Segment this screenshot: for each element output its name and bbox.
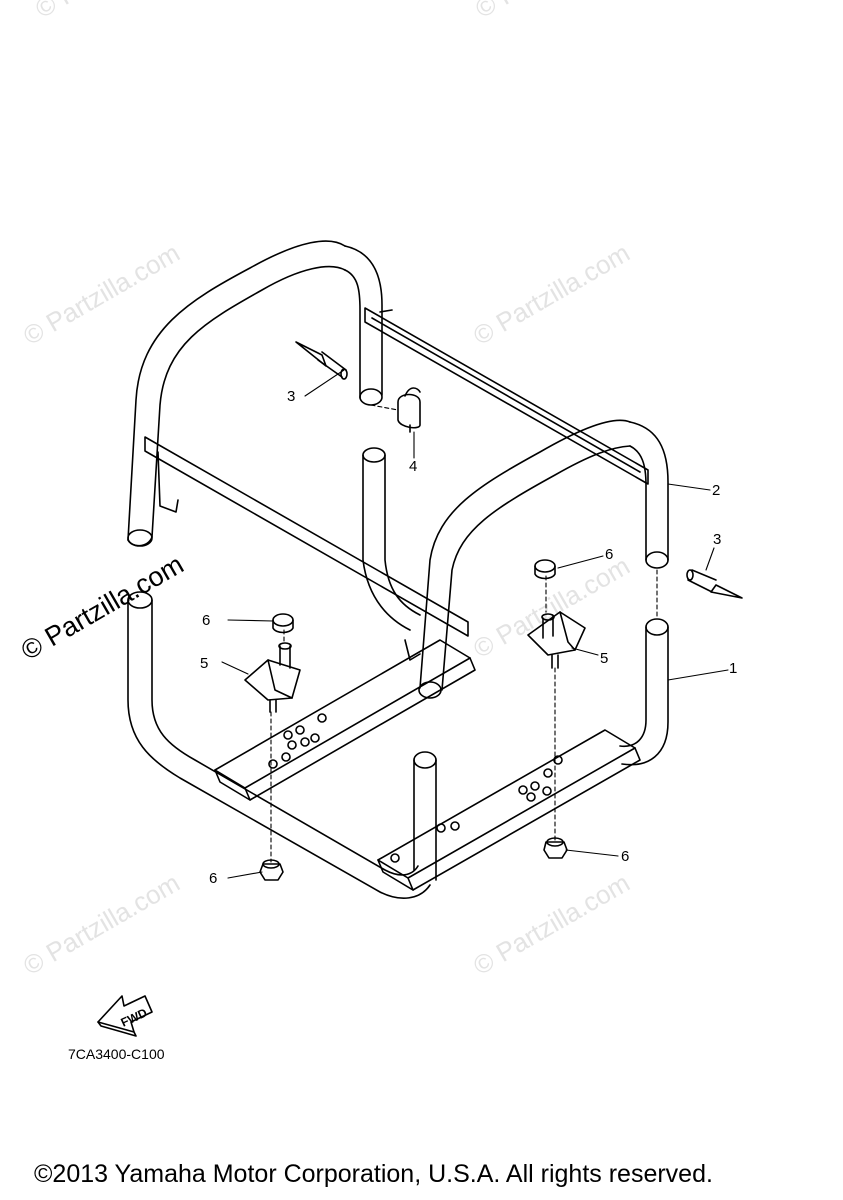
copyright-notice: ©2013 Yamaha Motor Corporation, U.S.A. A… [34, 1160, 713, 1188]
callout-6-right-top: 6 [605, 546, 614, 563]
rivet-right [686, 569, 743, 599]
callout-3-right: 3 [713, 531, 722, 548]
callout-4: 4 [409, 458, 418, 475]
callout-5-left: 5 [200, 655, 209, 672]
callout-6-left-bottom: 6 [209, 870, 218, 887]
fwd-arrow [97, 995, 153, 1037]
right-base-rail [377, 729, 641, 891]
clamp [397, 387, 421, 433]
left-base-rail [214, 639, 476, 801]
front-crossbar [144, 436, 469, 637]
right-handle-loop [418, 419, 669, 699]
alignment-lines [270, 404, 658, 863]
leader-lines [221, 369, 729, 879]
base-frame [127, 591, 669, 899]
callout-1: 1 [729, 660, 738, 677]
callout-3-upper: 3 [287, 388, 296, 405]
callout-6-left-top: 6 [202, 612, 211, 629]
mount-right [527, 559, 586, 669]
fwd-label: FWD [119, 1005, 150, 1029]
back-crossbar [364, 307, 649, 485]
callout-6-right-bottom: 6 [621, 848, 630, 865]
back-left-post [362, 447, 421, 631]
callout-5-right: 5 [600, 650, 609, 667]
mount-left [244, 613, 301, 713]
rail-holes [268, 713, 563, 863]
drawing-code: 7CA3400-C100 [68, 1046, 165, 1062]
callout-2: 2 [712, 482, 721, 499]
